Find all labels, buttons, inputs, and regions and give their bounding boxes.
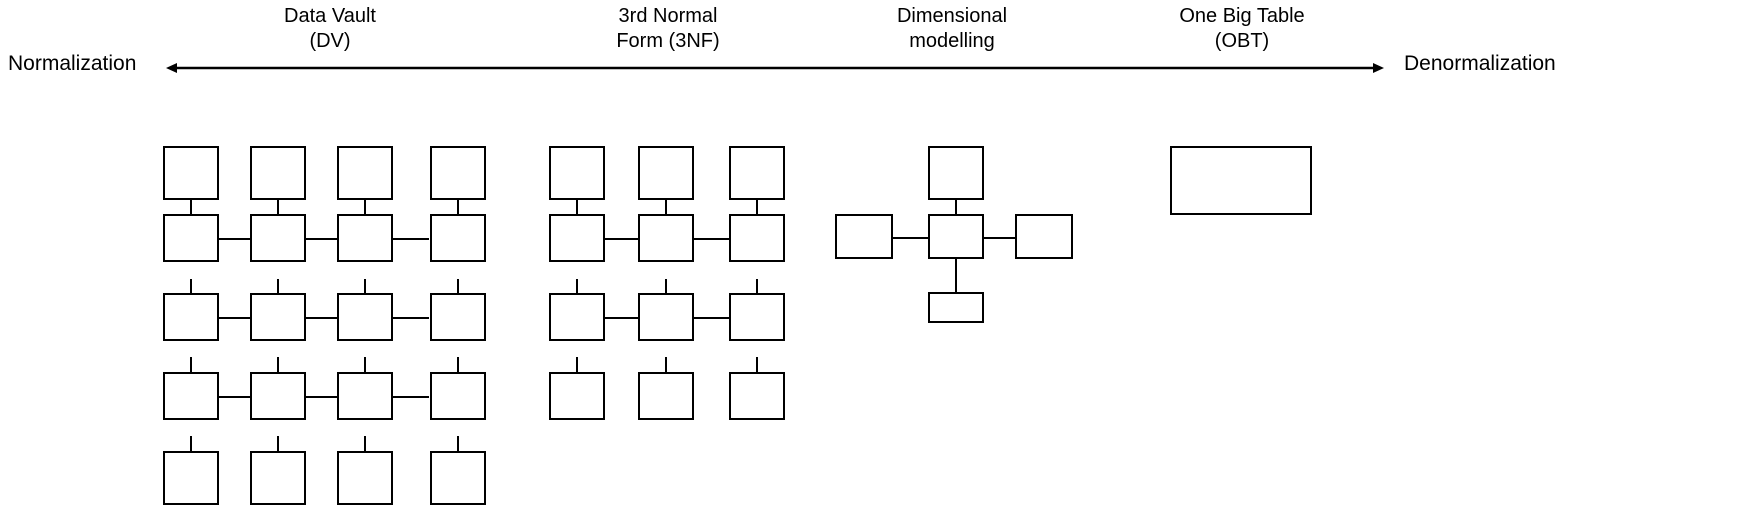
entity-box[interactable] [337, 451, 393, 505]
connector-horizontal [693, 238, 731, 241]
entity-box[interactable] [337, 372, 393, 420]
dimension-box[interactable] [835, 214, 893, 259]
entity-box[interactable] [163, 146, 219, 200]
stage-label-data-vault: Data Vault (DV) [284, 5, 376, 52]
entity-box[interactable] [163, 293, 219, 341]
connector-horizontal [604, 238, 641, 241]
entity-box[interactable] [729, 372, 785, 420]
entity-box[interactable] [430, 372, 486, 420]
entity-box[interactable] [549, 214, 605, 262]
entity-box[interactable] [638, 372, 694, 420]
entity-box[interactable] [163, 214, 219, 262]
connector-horizontal [983, 237, 1015, 240]
connector-horizontal [392, 396, 429, 399]
entity-box[interactable] [337, 293, 393, 341]
entity-box[interactable] [638, 214, 694, 262]
entity-box[interactable] [729, 214, 785, 262]
entity-box[interactable] [163, 451, 219, 505]
connector-horizontal [218, 238, 253, 241]
fact-table-box[interactable] [928, 214, 984, 259]
connector-vertical [955, 255, 958, 293]
connector-horizontal [604, 317, 641, 320]
connector-horizontal [305, 238, 340, 241]
entity-box[interactable] [549, 293, 605, 341]
dimension-box[interactable] [928, 292, 984, 323]
stage-label-dimensional-modelling: Dimensional modelling [896, 5, 1008, 52]
dimension-box[interactable] [1015, 214, 1073, 259]
axis-label-normalization: Normalization [8, 52, 137, 75]
axis-label-denormalization: Denormalization [1404, 52, 1556, 75]
connector-horizontal [305, 396, 340, 399]
stage-label-one-big-table: One Big Table (OBT) [1179, 5, 1305, 52]
entity-box[interactable] [549, 372, 605, 420]
entity-box[interactable] [430, 451, 486, 505]
entity-box[interactable] [250, 214, 306, 262]
entity-box[interactable] [638, 146, 694, 200]
connector-horizontal [392, 238, 429, 241]
entity-box[interactable] [250, 146, 306, 200]
entity-box[interactable] [549, 146, 605, 200]
entity-box[interactable] [163, 372, 219, 420]
entity-box[interactable] [430, 146, 486, 200]
one-big-table-box[interactable] [1170, 146, 1312, 215]
entity-box[interactable] [250, 372, 306, 420]
entity-box[interactable] [430, 214, 486, 262]
entity-box[interactable] [729, 146, 785, 200]
dimension-box[interactable] [928, 146, 984, 200]
connector-horizontal [893, 237, 928, 240]
entity-box[interactable] [430, 293, 486, 341]
connector-horizontal [305, 317, 340, 320]
entity-box[interactable] [250, 293, 306, 341]
connector-horizontal [218, 396, 253, 399]
entity-box[interactable] [250, 451, 306, 505]
connector-horizontal [218, 317, 253, 320]
entity-box[interactable] [337, 214, 393, 262]
entity-box[interactable] [729, 293, 785, 341]
entity-box[interactable] [337, 146, 393, 200]
connector-horizontal [392, 317, 429, 320]
stage-label-third-normal-form: 3rd Normal Form (3NF) [616, 5, 720, 52]
connector-horizontal [693, 317, 731, 320]
entity-box[interactable] [638, 293, 694, 341]
